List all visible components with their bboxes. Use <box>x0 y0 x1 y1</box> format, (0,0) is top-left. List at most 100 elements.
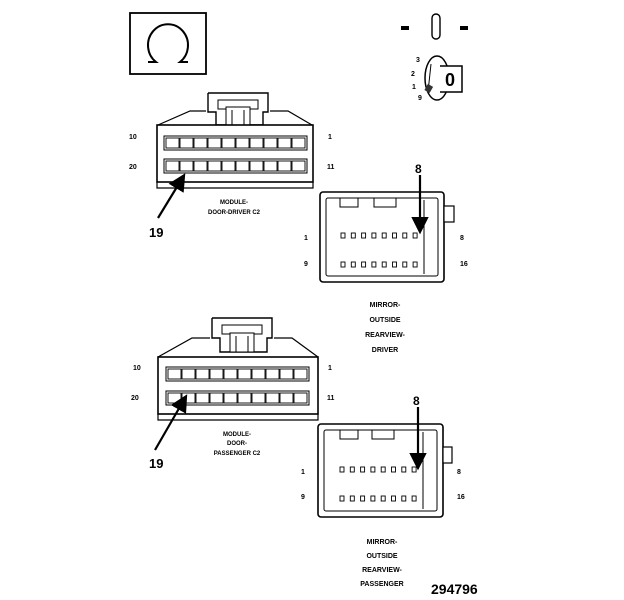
door-passenger-connector: 10 1 20 11 MODULE- DOOR- PASSENGER C2 19 <box>131 317 335 471</box>
cavity-row <box>165 390 310 406</box>
pin-cavity <box>349 495 355 502</box>
pin-cavity <box>209 392 224 404</box>
door-passenger-caption-line-3: PASSENGER C2 <box>214 451 261 457</box>
pin-cavity <box>207 160 222 172</box>
pin-cavity <box>392 232 397 239</box>
pin-cavity <box>340 232 346 239</box>
pin-cavity <box>380 466 386 473</box>
mirror-passenger-caption-line-2: OUTSIDE <box>366 553 397 560</box>
pin-cavity <box>360 466 366 473</box>
cavity-row <box>165 366 310 382</box>
pin-cavity <box>251 368 266 380</box>
mirror-passenger-caption-line-3: REARVIEW- <box>362 567 402 574</box>
pin-cavity <box>411 495 417 502</box>
pin-cavity <box>391 495 396 502</box>
pin-cavity <box>207 137 222 149</box>
pin-cavity <box>195 392 210 404</box>
pin-cavity <box>263 160 278 172</box>
key-digit-1: 1 <box>412 84 416 91</box>
key-digit-9: 9 <box>418 95 422 102</box>
pin-cavity <box>293 392 308 404</box>
mirror-driver-caption-line-2: OUTSIDE <box>369 317 400 324</box>
door-driver-caption-line-1: MODULE- <box>220 200 248 206</box>
pin-cavity <box>291 137 306 149</box>
pin-cavity <box>350 261 356 268</box>
mirror-passenger-caption-line-4: PASSENGER <box>360 581 403 588</box>
pin-cavity <box>265 392 280 404</box>
pin-cavity <box>279 368 294 380</box>
pin-cavity <box>193 137 208 149</box>
mirror-driver-pin-9: 9 <box>304 261 308 268</box>
pin-cavity <box>392 261 397 268</box>
pin-cavity <box>165 137 180 149</box>
door-passenger-pin-20: 20 <box>131 395 139 402</box>
pin-cavity <box>193 160 208 172</box>
door-driver-pin-11: 11 <box>327 164 335 171</box>
pin-cavity <box>251 392 266 404</box>
pin-cavity <box>237 368 252 380</box>
pin-cavity <box>223 368 238 380</box>
cavity-row <box>163 135 308 151</box>
cavity-row <box>163 158 308 174</box>
pin-cavity <box>370 495 376 502</box>
pin-cavity <box>167 368 182 380</box>
pin-cavity <box>412 232 418 239</box>
pin-cavity <box>391 466 396 473</box>
pin-cavity <box>179 160 194 172</box>
pin-cavity <box>401 495 407 502</box>
mirror-driver-connector: 1 9 8 16 8 MIRROR- OUTSIDE REARVIEW- DRI… <box>304 162 468 354</box>
mirror-driver-caption-line-1: MIRROR- <box>370 302 401 309</box>
ohm-meter-icon <box>129 12 207 75</box>
pin-cavity <box>221 137 236 149</box>
mirror-driver-caption-line-4: DRIVER <box>372 347 398 354</box>
mirror-driver-pin-grid <box>340 232 418 268</box>
door-driver-pin-1: 1 <box>328 134 332 141</box>
pin-cavity <box>263 137 278 149</box>
pin-cavity <box>279 392 294 404</box>
pin-cavity <box>235 137 250 149</box>
door-passenger-caption-line-2: DOOR- <box>227 441 247 447</box>
mirror-driver-pin-1: 1 <box>304 235 308 242</box>
key-digit-3: 3 <box>416 57 420 64</box>
pin-cavity <box>237 392 252 404</box>
door-driver-callout-arrow <box>157 173 186 219</box>
door-driver-pin-10: 10 <box>129 134 137 141</box>
pin-cavity <box>291 160 306 172</box>
mirror-passenger-pin-16: 16 <box>457 494 465 501</box>
pin-cavity <box>381 261 387 268</box>
pin-cavity <box>181 368 196 380</box>
pin-cavity <box>360 495 366 502</box>
pin-cavity <box>223 392 238 404</box>
door-driver-connector: 10 1 20 11 MODULE- DOOR-DRIVER C2 19 <box>129 92 335 240</box>
pin-cavity <box>167 392 182 404</box>
mirror-passenger-pin-1: 1 <box>301 469 305 476</box>
pin-cavity <box>221 160 236 172</box>
pin-cavity <box>249 160 264 172</box>
pin-cavity <box>339 495 345 502</box>
pin-cavity <box>361 232 367 239</box>
door-driver-pin-20: 20 <box>129 164 137 171</box>
mirror-passenger-pin-9: 9 <box>301 494 305 501</box>
mirror-driver-callout-8: 8 <box>415 162 422 176</box>
pin-cavity <box>249 137 264 149</box>
door-driver-callout-19: 19 <box>149 225 163 240</box>
key-zero-label: 0 <box>445 70 455 90</box>
pin-cavity <box>350 232 356 239</box>
pin-cavity <box>179 137 194 149</box>
door-passenger-pin-11: 11 <box>327 395 335 402</box>
key-digit-2: 2 <box>411 71 415 78</box>
pin-cavity <box>340 261 346 268</box>
mirror-driver-pin-8: 8 <box>460 235 464 242</box>
pin-cavity <box>339 466 345 473</box>
mirror-passenger-callout-8: 8 <box>413 394 420 408</box>
pin-cavity <box>380 495 386 502</box>
pin-cavity <box>277 160 292 172</box>
mirror-driver-caption-line-3: REARVIEW- <box>365 332 405 339</box>
pin-cavity <box>402 232 408 239</box>
mirror-passenger-connector: 1 9 8 16 8 MIRROR- OUTSIDE REARVIEW- PAS… <box>301 394 465 588</box>
pin-cavity <box>235 160 250 172</box>
pin-cavity <box>401 466 407 473</box>
pin-cavity <box>277 137 292 149</box>
mirror-passenger-caption-line-1: MIRROR- <box>367 539 398 546</box>
door-driver-caption-line-2: DOOR-DRIVER C2 <box>208 210 261 216</box>
